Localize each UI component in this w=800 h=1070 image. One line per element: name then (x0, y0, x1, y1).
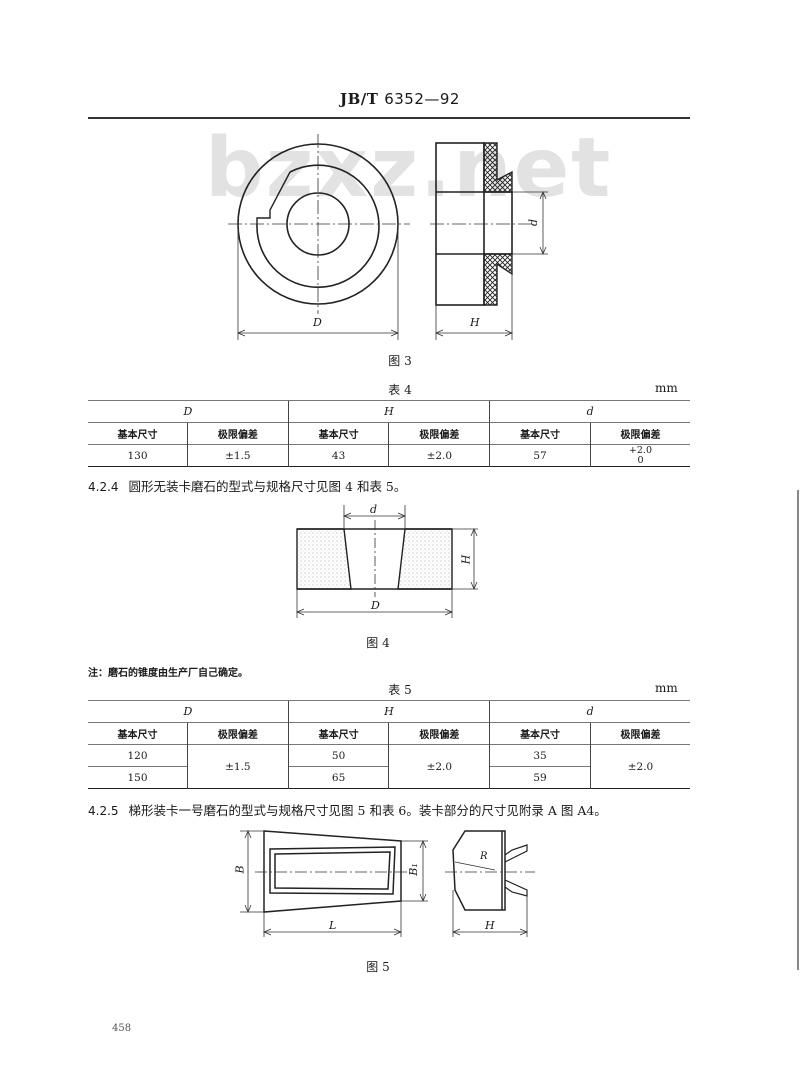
figure-3-caption: 图 3 (388, 354, 412, 368)
table-5-header: 极限偏差 (187, 722, 289, 745)
figure-5-label-B1: B₁ (406, 863, 420, 876)
table-4: D H d 基本尺寸 极限偏差 基本尺寸 极限偏差 基本尺寸 极限偏差 130 … (88, 400, 690, 467)
figure-4-label-d: d (370, 503, 378, 516)
figure-4-label-D: D (371, 599, 380, 612)
section-number: 4.2.4 (88, 480, 119, 494)
table-4-cell: 43 (287, 444, 389, 467)
header-rule (88, 117, 690, 119)
table-5-header: 基本尺寸 (287, 722, 389, 745)
table-5-cell: 65 (287, 766, 389, 789)
table-4-group-D: D (88, 400, 289, 423)
section-text: 梯形装卡一号磨石的型式与规格尺寸见图 5 和表 6。装卡部分的尺寸见附录 A 图… (128, 803, 607, 818)
table-5-header: 极限偏差 (388, 722, 490, 745)
table-5-cell: 59 (489, 766, 591, 789)
tolerance-lower: 0 (637, 454, 644, 466)
section-text: 圆形无装卡磨石的型式与规格尺寸见图 4 和表 5。 (128, 479, 407, 494)
table-4-group-H: H (287, 400, 490, 423)
table-5-group-H: H (287, 700, 490, 723)
table-4-cell-tolerance: +2.0 0 (589, 444, 690, 467)
table-5-group-D: D (88, 700, 289, 723)
table-4-title: 表 4 (388, 383, 412, 397)
figure-3-label-D: D (313, 316, 322, 329)
figure-3-label-H: H (470, 316, 480, 329)
table-4-cell: 57 (489, 444, 591, 467)
table-5-cell: 120 (88, 744, 188, 767)
table-4-header: 基本尺寸 (88, 422, 188, 445)
standard-number: 6352—92 (384, 90, 460, 108)
section-4-2-4: 4.2.4 圆形无装卡磨石的型式与规格尺寸见图 4 和表 5。 (88, 476, 406, 495)
table-5-header: 基本尺寸 (88, 722, 188, 745)
table-5-group-d: d (489, 700, 690, 723)
table-5-cell: 50 (287, 744, 389, 767)
figure-5-label-B: B (233, 865, 247, 874)
section-4-2-5: 4.2.5 梯形装卡一号磨石的型式与规格尺寸见图 5 和表 6。装卡部分的尺寸见附… (88, 800, 607, 819)
table-5-unit: mm (655, 681, 678, 695)
figure-3-label-d: d (527, 218, 541, 227)
figure-4-caption: 图 4 (366, 636, 390, 650)
figure-5-label-R: R (480, 851, 488, 862)
table-4-header: 基本尺寸 (489, 422, 591, 445)
figure-5-caption: 图 5 (366, 960, 390, 974)
standard-prefix: JB/T (340, 90, 379, 108)
table-4-group-d: d (489, 400, 690, 423)
scan-edge (797, 490, 799, 970)
table-5-header: 极限偏差 (589, 722, 690, 745)
table-4-header: 极限偏差 (187, 422, 289, 445)
table-4-unit: mm (655, 381, 678, 395)
table-row: 150 65 59 (88, 766, 690, 789)
table-4-header: 极限偏差 (388, 422, 490, 445)
table-4-cell: 130 (88, 444, 188, 467)
figure-4-label-H: H (459, 554, 473, 565)
table-5-cell-d-tolerance: ±2.0 (589, 744, 690, 789)
table-5: D H d 基本尺寸 极限偏差 基本尺寸 极限偏差 基本尺寸 极限偏差 120 … (88, 700, 690, 789)
standard-header: JB/T 6352—92 (0, 90, 800, 108)
table-row: 130 ±1.5 43 ±2.0 57 +2.0 0 (88, 444, 690, 467)
figure-5-label-L: L (329, 919, 337, 932)
table-4-cell: ±1.5 (187, 444, 289, 467)
table-5-header: 基本尺寸 (489, 722, 591, 745)
table-row: 120 ±1.5 50 ±2.0 35 ±2.0 (88, 744, 690, 789)
table-5-cell-D-tolerance: ±1.5 (187, 744, 289, 789)
table-4-header: 基本尺寸 (287, 422, 389, 445)
table-4-header: 极限偏差 (589, 422, 690, 445)
table-5-cell: 150 (88, 766, 188, 789)
page-number: 458 (112, 1023, 132, 1034)
table-5-cell: 35 (489, 744, 591, 767)
table-5-title: 表 5 (388, 683, 412, 697)
note: 注：磨石的锥度由生产厂自己确定。 (88, 668, 248, 679)
section-number: 4.2.5 (88, 804, 119, 818)
figure-5-label-H: H (485, 919, 495, 932)
table-5-cell-H-tolerance: ±2.0 (388, 744, 490, 789)
tolerance-upper: +2.0 (628, 444, 652, 456)
table-4-cell: ±2.0 (388, 444, 490, 467)
